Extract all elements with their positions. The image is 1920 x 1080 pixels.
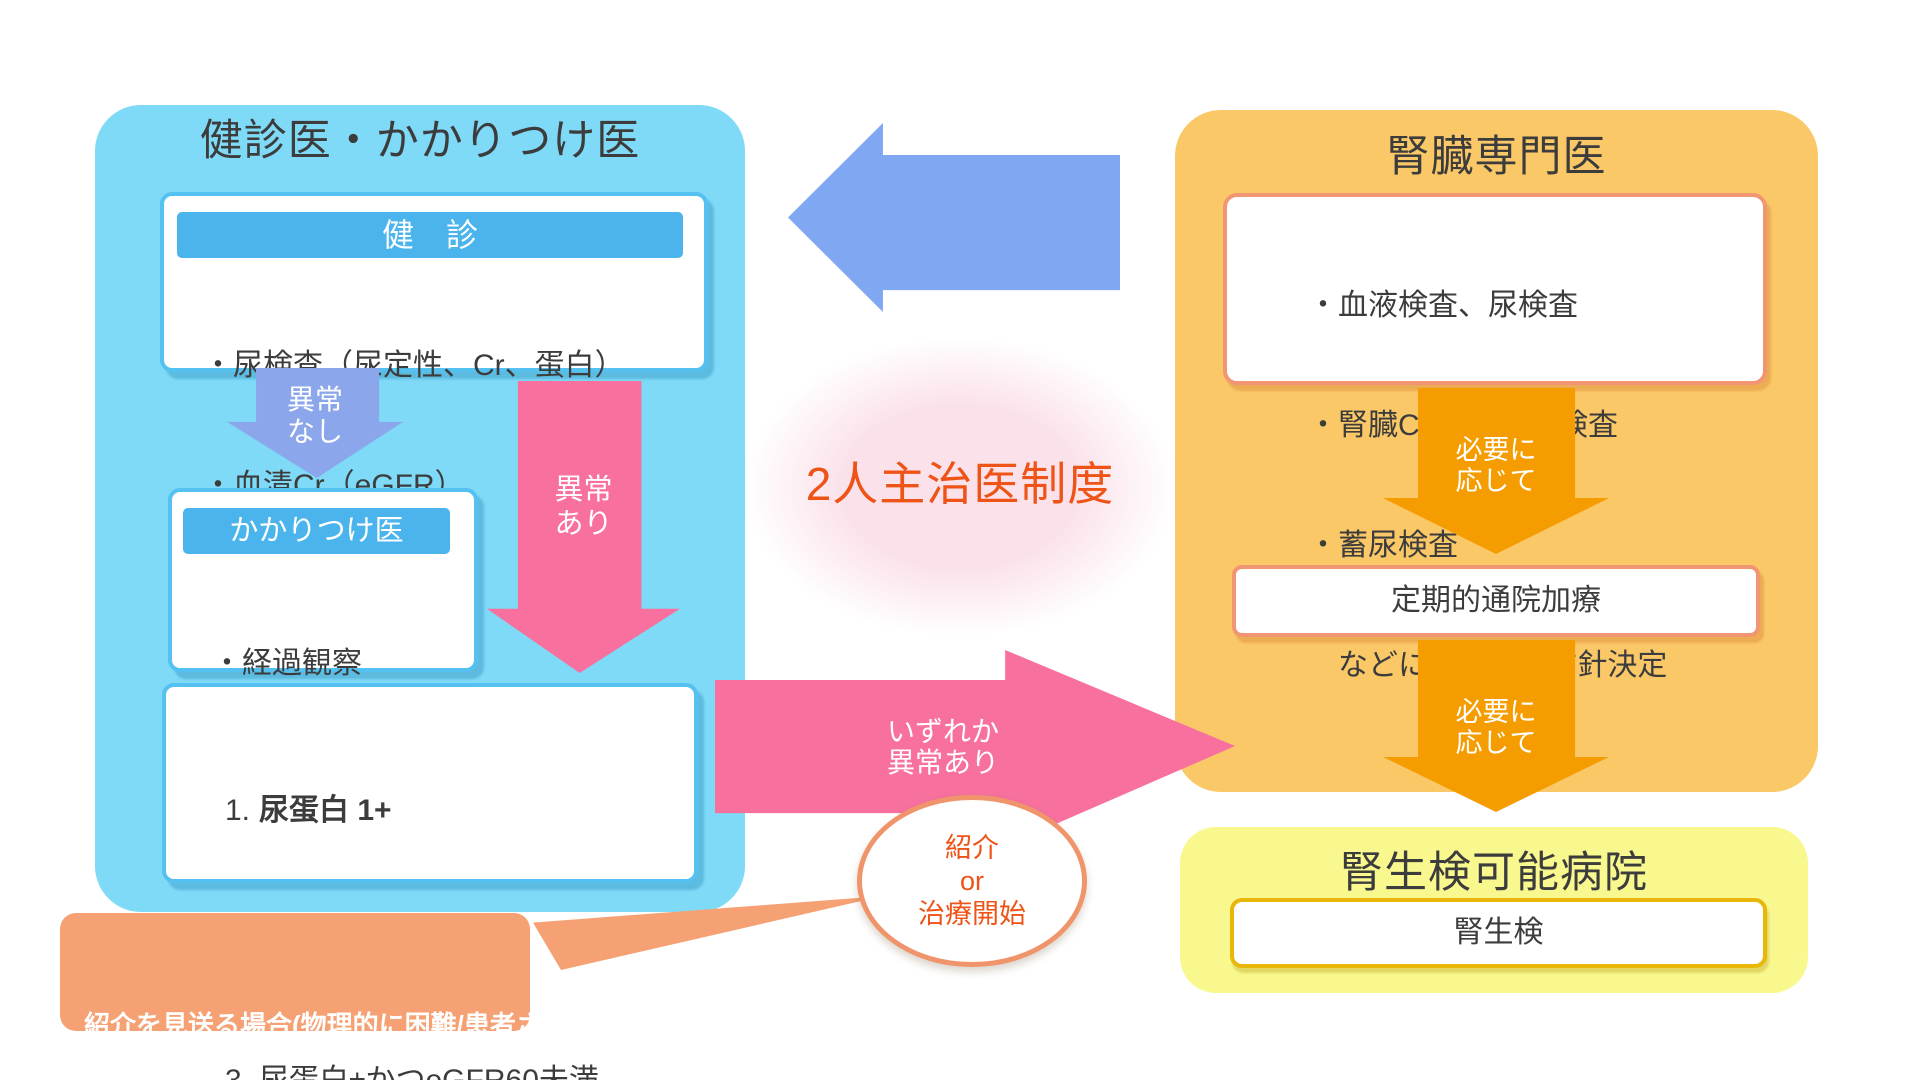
referral-skip-note: 紹介を見送る場合(物理的に困難/患者さん意向 等)は かかりつけ医の判断のもと適…: [60, 913, 688, 1040]
no-abnormality-arrow-label: 異常 なし: [286, 384, 343, 447]
two-doctor-system-label: 2人主治医制度: [805, 458, 1115, 510]
primary-care-panel-title: 健診医・かかりつけ医: [199, 117, 641, 165]
criteria-item: 1. 尿蛋白 1+: [225, 794, 392, 827]
referral-or-treatment-bubble: 紹介 or 治療開始: [857, 795, 1087, 967]
back-referral-arrow: [788, 123, 1120, 312]
periodic-treatment-box: 定期的通院加療: [1232, 565, 1760, 637]
abnormality-arrow-label: 異常 あり: [554, 474, 613, 540]
biopsy-hospital-title: 腎生検可能病院: [1340, 849, 1648, 897]
as-needed-arrow-2-label: 必要に 応じて: [1455, 697, 1537, 758]
family-doctor-item: ・経過観察: [212, 647, 362, 680]
referral-arrow-label: いずれか 異常あり: [886, 716, 999, 778]
as-needed-arrow-1-label: 必要に 応じて: [1455, 435, 1537, 496]
test-item: ・血液検査、尿検査: [1308, 289, 1578, 322]
two-doctor-system-ellipse: [745, 337, 1175, 637]
specialist-tests-box: [1223, 193, 1767, 385]
test-item: ・蓄尿検査: [1308, 529, 1458, 562]
criteria-item: 3. 尿蛋白±かつeGFR60未満: [225, 1058, 599, 1080]
family-doctor-box-header: かかりつけ医: [183, 508, 450, 554]
health-check-box-header: 健 診: [177, 212, 683, 258]
nephrologist-panel-title: 腎臓専門医: [1386, 133, 1607, 181]
referral-criteria-box: [162, 683, 698, 883]
biopsy-box: 腎生検: [1230, 898, 1767, 968]
